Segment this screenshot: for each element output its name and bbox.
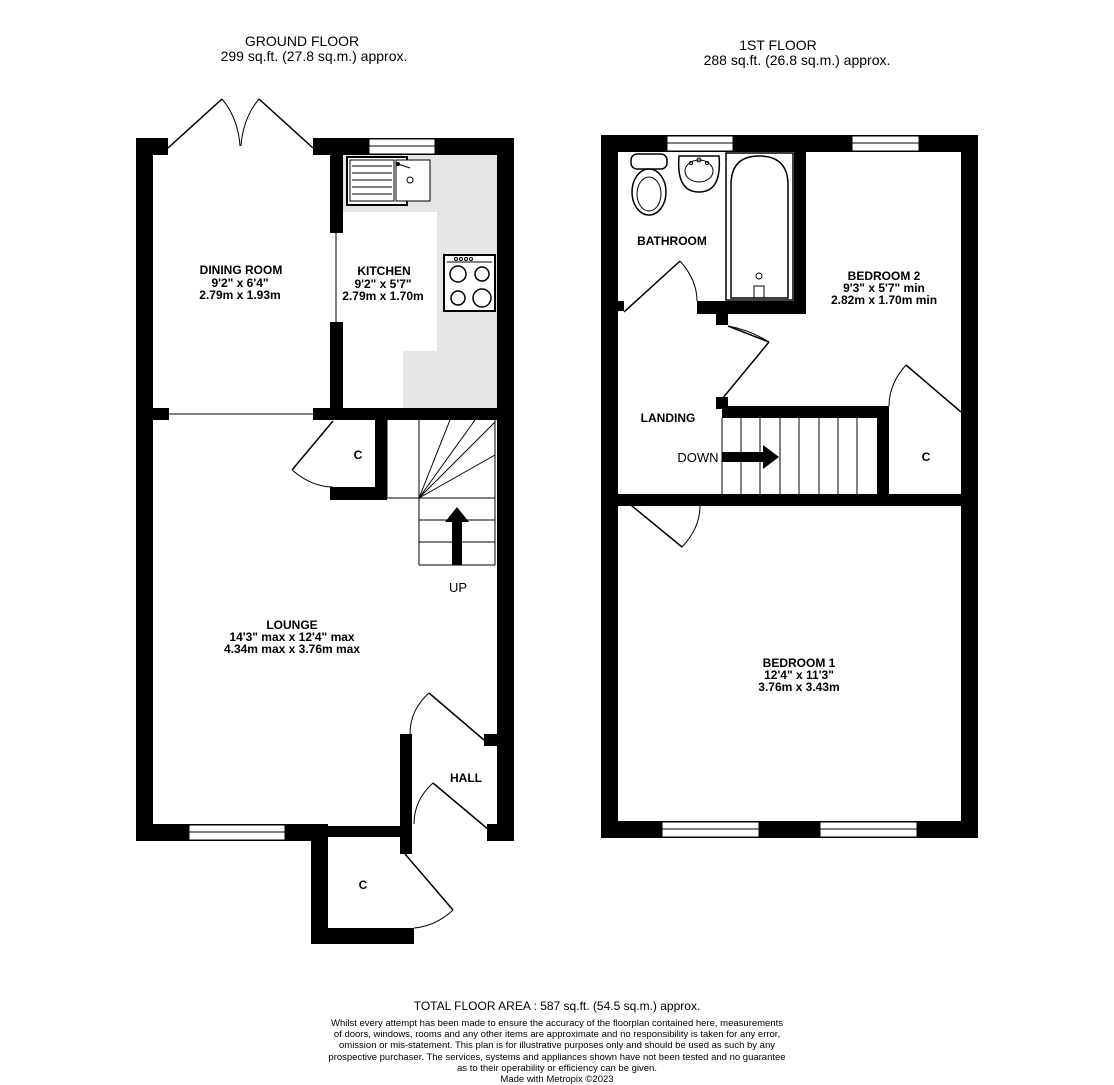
bathroom-door-stop (618, 301, 624, 311)
ff-east-wall (961, 135, 978, 838)
ground-floor-stairs (386, 419, 496, 566)
stairs-up-arrow (445, 507, 469, 565)
bath (725, 152, 794, 301)
disclaimer: Whilst every attempt has been made to en… (0, 1018, 1114, 1085)
dining-french-doors (167, 98, 314, 149)
dining-kitchen-wall-bottom (330, 322, 343, 420)
dining-room-metric: 2.79m x 1.93m (199, 288, 280, 302)
ground-floor-title: GROUND FLOOR (245, 33, 359, 49)
lounge-imperial: 14'3" max x 12'4" max (229, 630, 355, 644)
bathroom-name: BATHROOM (637, 234, 707, 248)
washbasin (677, 155, 721, 193)
stairs-up-label: UP (449, 580, 467, 595)
gf-west-wall (136, 138, 153, 841)
kitchen-name: KITCHEN (357, 264, 410, 278)
bathroom-east-wall (794, 152, 806, 314)
disclaimer-line: prospective purchaser. The services, sys… (328, 1051, 786, 1063)
kitchen-south-wall (313, 408, 497, 420)
first-floor-title: 1ST FLOOR (739, 37, 817, 53)
cupboard-south-wall (330, 487, 387, 500)
gf-south-wall-right (487, 824, 514, 841)
ff-south-wall (601, 821, 978, 838)
stairs-down-label: DOWN (677, 450, 718, 465)
stairs-down-arrow (722, 445, 779, 469)
first-floor-area: 288 sq.ft. (26.8 sq.m.) approx. (704, 52, 891, 68)
kitchen-hob (443, 254, 496, 312)
hall-name: HALL (450, 771, 482, 785)
stairwell-north-wall (722, 406, 889, 418)
bedroom1-name: BEDROOM 1 (763, 656, 836, 670)
bedroom1-door-stop (618, 494, 626, 506)
cupboard-wall (375, 420, 387, 500)
porch-south-wall (311, 928, 414, 944)
landing-name: LANDING (641, 411, 696, 425)
landing-cupboard-label: C (922, 450, 931, 464)
floor-plan-drawing: GROUND FLOOR 299 sq.ft. (27.8 sq.m.) app… (136, 33, 978, 944)
disclaimer-line: as to their operability or efficiency ca… (457, 1062, 657, 1074)
disclaimer-line: omission or mis-statement. This plan is … (339, 1040, 775, 1052)
hall-door-stop (484, 734, 497, 746)
ff-west-wall (601, 135, 618, 838)
porch-cupboard-label: C (359, 878, 368, 892)
ground-floor-area: 299 sq.ft. (27.8 sq.m.) approx. (221, 48, 408, 64)
toilet (630, 153, 668, 216)
dining-kitchen-wall-top (330, 155, 343, 233)
dining-room-imperial: 9'2" x 6'4" (211, 276, 268, 290)
kitchen-metric: 2.79m x 1.70m (342, 289, 423, 303)
bedroom1-imperial: 12'4" x 11'3" (764, 668, 834, 682)
bedroom2-name: BEDROOM 2 (848, 269, 921, 283)
hall-wall (400, 734, 412, 854)
bedroom2-metric: 2.82m x 1.70m min (831, 293, 937, 307)
ff-north-wall (601, 135, 978, 152)
porch-north-wall (328, 826, 412, 837)
ground-floor-plan: DINING ROOM 9'2" x 6'4" 2.79m x 1.93m KI… (136, 98, 514, 944)
under-stairs-cupboard-label: C (354, 448, 363, 462)
bedroom2-imperial: 9'3" x 5'7" min (843, 281, 925, 295)
lounge-name: LOUNGE (266, 618, 317, 632)
bedroom1-metric: 3.76m x 3.43m (758, 680, 839, 694)
gf-north-wall-left (136, 138, 168, 155)
kitchen-sink (346, 156, 431, 206)
bathroom-south-wall (697, 301, 806, 314)
disclaimer-line: Whilst every attempt has been made to en… (330, 1018, 784, 1029)
kitchen-imperial: 9'2" x 5'7" (354, 277, 411, 291)
dining-room-name: DINING ROOM (200, 263, 283, 277)
dining-lounge-wall-stub (153, 408, 169, 420)
total-floor-area: TOTAL FLOOR AREA : 587 sq.ft. (54.5 sq.m… (413, 999, 701, 1013)
lounge-metric: 4.34m max x 3.76m max (224, 642, 360, 656)
cupboard-west-wall (877, 406, 889, 504)
landing-south-wall (618, 494, 961, 506)
bedroom2-door-stop (716, 314, 728, 325)
first-floor-stairs (721, 418, 858, 494)
first-floor-plan: BATHROOM BEDROOM 2 9'3" x 5'7" min 2.82m… (601, 135, 978, 838)
porch-west-wall (311, 826, 328, 944)
gf-east-wall (497, 138, 514, 841)
disclaimer-line: of doors, windows, rooms and any other i… (333, 1029, 781, 1041)
